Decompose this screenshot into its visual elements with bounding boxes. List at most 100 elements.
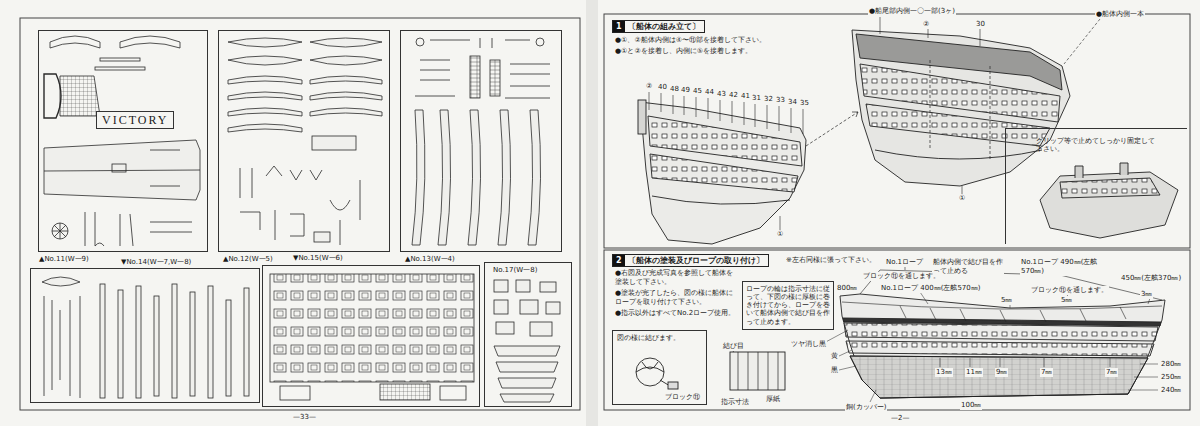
- sprue-parts: [118, 290, 123, 398]
- callout-number: 42: [728, 91, 739, 100]
- step-title: 〔船体の塗装及びロープの取り付け〕: [625, 255, 768, 266]
- annotation-label: —2—: [890, 414, 910, 423]
- annotation-label: 240㎜: [1160, 386, 1182, 395]
- sprue-parts: [42, 277, 249, 398]
- sprue-parts: [100, 284, 105, 398]
- page-fold: [586, 0, 598, 426]
- instruction-text: クリップ等で止めてしっかり固定して下さい。: [1036, 137, 1156, 154]
- hull-drawing: [852, 30, 1070, 186]
- sprue-parts: [50, 36, 100, 48]
- callout-number: 44: [704, 88, 715, 97]
- callout-number: 35: [799, 99, 810, 108]
- hull-drawing: [875, 150, 1042, 159]
- annotation-label: 黄: [830, 352, 839, 361]
- callout-number: 31: [751, 94, 762, 103]
- callout-number: 32: [763, 95, 774, 104]
- sprue-parts: [468, 110, 481, 245]
- section-header: 2〔船体の塗装及びロープの取り付け〕: [612, 254, 769, 267]
- callout-number: ①: [958, 194, 966, 203]
- annotation-label: 指示寸法: [720, 398, 750, 407]
- sprue-label: ▲No.12(W一5): [223, 255, 273, 263]
- hull-drawing: [806, 17, 1100, 196]
- sprue-frame: ▲No.13(W一4): [400, 30, 562, 252]
- sprue-parts: [95, 67, 145, 70]
- clip-drawing: [1075, 163, 1128, 178]
- sprue-parts: [228, 56, 302, 65]
- section-header: 1〔船体の組み立て〕: [612, 20, 705, 33]
- page-number: —33—: [292, 413, 317, 422]
- annotation-label: ツヤ消し黒: [790, 340, 827, 349]
- sprue-parts: [498, 110, 511, 245]
- sprue-label: ▲No.13(W一4): [405, 255, 455, 263]
- sprue-parts: [52, 223, 68, 239]
- sprue-parts: [530, 322, 552, 336]
- sprue-parts: [528, 110, 541, 245]
- sprue-parts: [496, 362, 558, 372]
- sprue-parts: [494, 280, 560, 402]
- sprue-parts: [228, 38, 382, 245]
- hull-side-view: [840, 294, 1165, 398]
- sprue-label: ▲No.11(W一9): [39, 255, 89, 263]
- card-drawing: [730, 352, 785, 390]
- callout-number: ②: [645, 82, 653, 91]
- sprue-parts: [438, 110, 451, 245]
- sprue-frame: ▼No.14(W一7,W一8): [30, 268, 260, 403]
- sprue-parts: [310, 108, 382, 116]
- sprue-parts: [494, 280, 508, 292]
- hull-side-view: [900, 306, 1126, 322]
- callout-number: 30: [975, 20, 986, 29]
- annotation-label: 11㎜: [965, 368, 983, 377]
- annotation-label: 13㎜: [935, 368, 953, 377]
- sprue-parts: [490, 60, 500, 96]
- sprue-parts: [85, 212, 192, 246]
- sprue-parts: [120, 36, 180, 48]
- sprue-frame: No.17(W一8): [484, 262, 572, 407]
- annotation-label: 250㎜: [1160, 373, 1182, 382]
- card-drawing: [738, 352, 778, 390]
- hull-side-view: [870, 390, 876, 402]
- annotation-label: ●塗装が完了したら、図の様に船体にロープを取り付けて下さい。: [614, 289, 738, 307]
- annotation-label: ブロック⑪を通します。: [1030, 286, 1109, 295]
- hull-drawing: [638, 92, 806, 244]
- sprue-parts: [60, 76, 100, 116]
- sprue-frame: ▲No.12(W一5): [218, 30, 390, 252]
- clip-drawing: [1060, 178, 1160, 198]
- sprue-parts: [190, 292, 195, 396]
- sprue-frame: ▼No.15(W一6): [262, 265, 480, 407]
- callout-number: 49: [680, 86, 691, 95]
- annotation-label: 450㎜(左舷370㎜): [1120, 274, 1182, 283]
- page-fold: [586, 0, 598, 426]
- sprue-parts: [520, 300, 538, 314]
- sprue-parts: [244, 288, 249, 396]
- annotation-label: 800㎜: [836, 284, 858, 293]
- clip-drawing: [1040, 172, 1178, 238]
- part-label: ブロック⑪: [665, 393, 700, 401]
- sprue-parts: [312, 136, 356, 150]
- hull-side-view: [850, 356, 1148, 398]
- annotation-label: 3㎜: [1140, 290, 1153, 299]
- step-number: 1: [613, 21, 625, 32]
- annotation-label: ●右図及び完成写真を参照して船体を塗装して下さい。: [614, 269, 738, 287]
- annotation-label: 7㎜: [1105, 368, 1118, 377]
- hull-side-view: [940, 358, 1110, 367]
- sprue-parts: [516, 280, 530, 292]
- sprue-parts: [44, 140, 200, 200]
- sprue-parts: [226, 300, 231, 396]
- callout-number: 41: [740, 92, 751, 101]
- hull-side-view: [844, 323, 1158, 341]
- hull-side-view: [822, 266, 1165, 402]
- annotation-label: No.1ロープ 490㎜(左舷570㎜): [1020, 258, 1102, 276]
- sprue-parts: [416, 38, 424, 46]
- sprue-parts: [208, 286, 213, 398]
- sprue-parts: [270, 274, 474, 382]
- sprue-parts: [280, 386, 310, 400]
- callout-number: 48: [669, 85, 680, 94]
- callout-number: 40: [657, 83, 668, 92]
- callout-number: ①: [776, 230, 784, 239]
- step-title: 〔船体の組み立て〕: [625, 21, 704, 32]
- sprue-parts: [270, 274, 474, 400]
- annotation-label: 5㎜: [1060, 296, 1073, 305]
- note-text: ロープの輪は指示寸法に従って、下図の様に厚板に巻き付けてから、ロープを巻いて船体…: [746, 285, 830, 326]
- sprue-parts: [494, 300, 508, 314]
